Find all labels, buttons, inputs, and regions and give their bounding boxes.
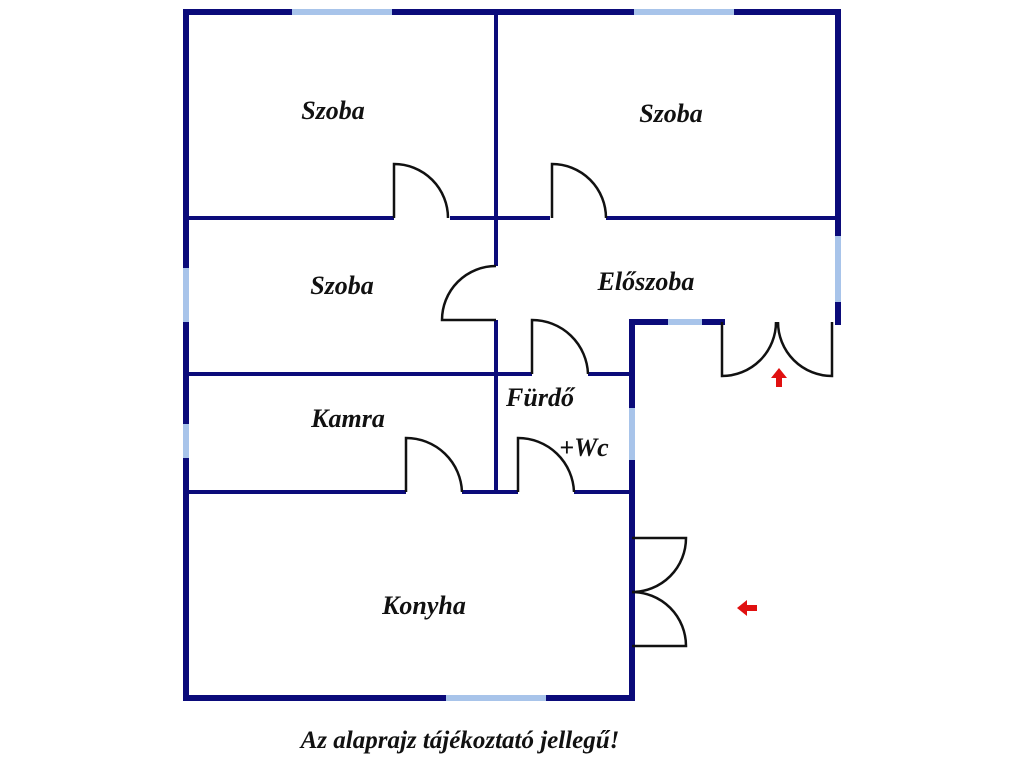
arrow-left-icon (737, 600, 757, 616)
interior-walls (186, 12, 838, 494)
door (720, 321, 778, 378)
door (776, 321, 834, 378)
door (530, 318, 590, 375)
windows (183, 9, 841, 701)
room-label-furdo: Fürdő (505, 383, 576, 412)
room-label-szoba-middle: Szoba (310, 271, 374, 300)
doors (392, 162, 834, 648)
room-label-kamra: Kamra (310, 404, 385, 433)
disclaimer-caption: Az alaprajz tájékoztató jellegű! (299, 727, 620, 754)
door (631, 536, 688, 594)
room-label-szoba-top-right: Szoba (639, 99, 703, 128)
room-label-szoba-top-left: Szoba (301, 96, 365, 125)
door (516, 436, 576, 493)
room-label-wc: +Wc (559, 433, 609, 462)
door (392, 162, 450, 219)
door (550, 162, 608, 219)
door (440, 264, 497, 322)
door (404, 436, 464, 493)
room-label-eloszoba: Előszoba (597, 267, 695, 296)
outer-walls (183, 9, 841, 701)
arrow-up-icon (771, 368, 787, 387)
door (631, 590, 688, 648)
room-label-konyha: Konyha (381, 591, 466, 620)
